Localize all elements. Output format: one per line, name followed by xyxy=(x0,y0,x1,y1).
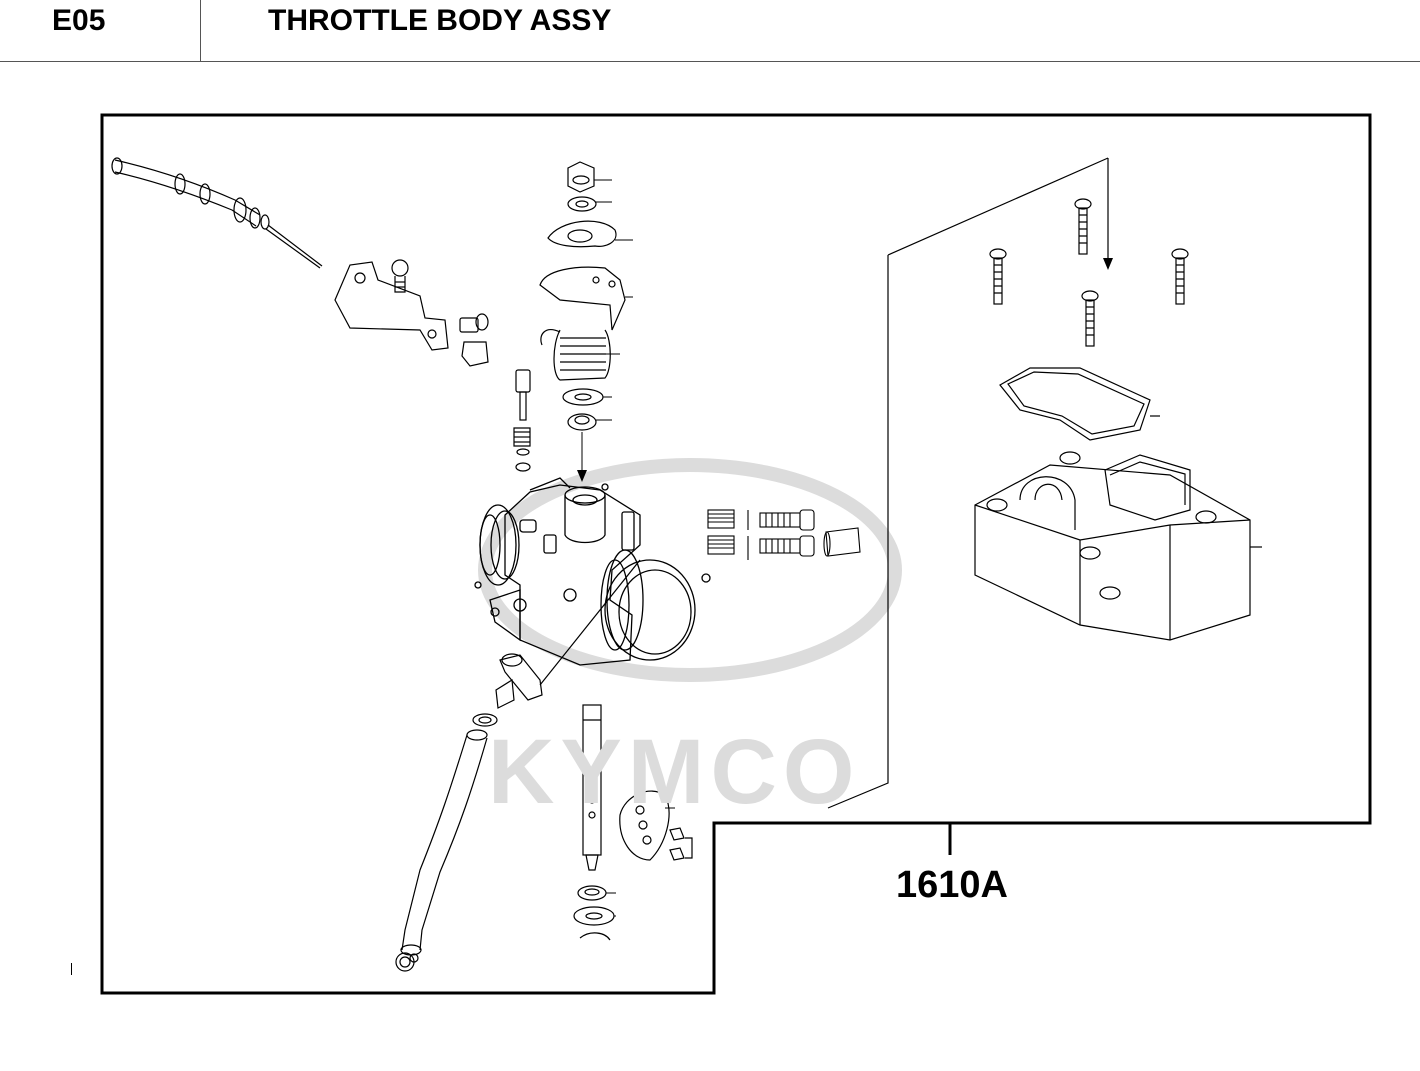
header-rule xyxy=(0,61,1420,62)
watermark-ellipse xyxy=(478,458,902,682)
throttle-stack xyxy=(539,161,626,431)
fuel-hose-assembly xyxy=(395,559,641,972)
assembly-frame xyxy=(100,113,1372,995)
section-title: THROTTLE BODY ASSY xyxy=(268,4,612,37)
watermark-logo: KYMCO xyxy=(488,721,861,823)
airbox-gasket xyxy=(999,367,1160,441)
throttle-cable xyxy=(111,157,323,269)
arrow-head-stack xyxy=(577,470,587,482)
subassembly-boundary-top xyxy=(887,157,1109,256)
bracket-bolt xyxy=(459,313,489,367)
throttle-body xyxy=(474,477,711,666)
header-divider xyxy=(200,0,201,62)
section-code: E05 xyxy=(52,4,106,37)
assembly-callout: 1610A xyxy=(896,864,1008,906)
adjuster-screws xyxy=(707,509,861,560)
cable-bracket xyxy=(334,259,449,351)
margin-tick xyxy=(71,963,72,975)
subassembly-boundary-side xyxy=(827,255,889,809)
idle-screw-assembly xyxy=(513,369,531,472)
arrow-head xyxy=(1103,258,1113,270)
page-header: E05 THROTTLE BODY ASSY xyxy=(0,0,1420,62)
airbox-screws xyxy=(989,198,1189,347)
leader-lines-shaft xyxy=(606,807,675,917)
throttle-shaft-assembly xyxy=(573,704,693,941)
airbox-housing xyxy=(974,451,1262,641)
